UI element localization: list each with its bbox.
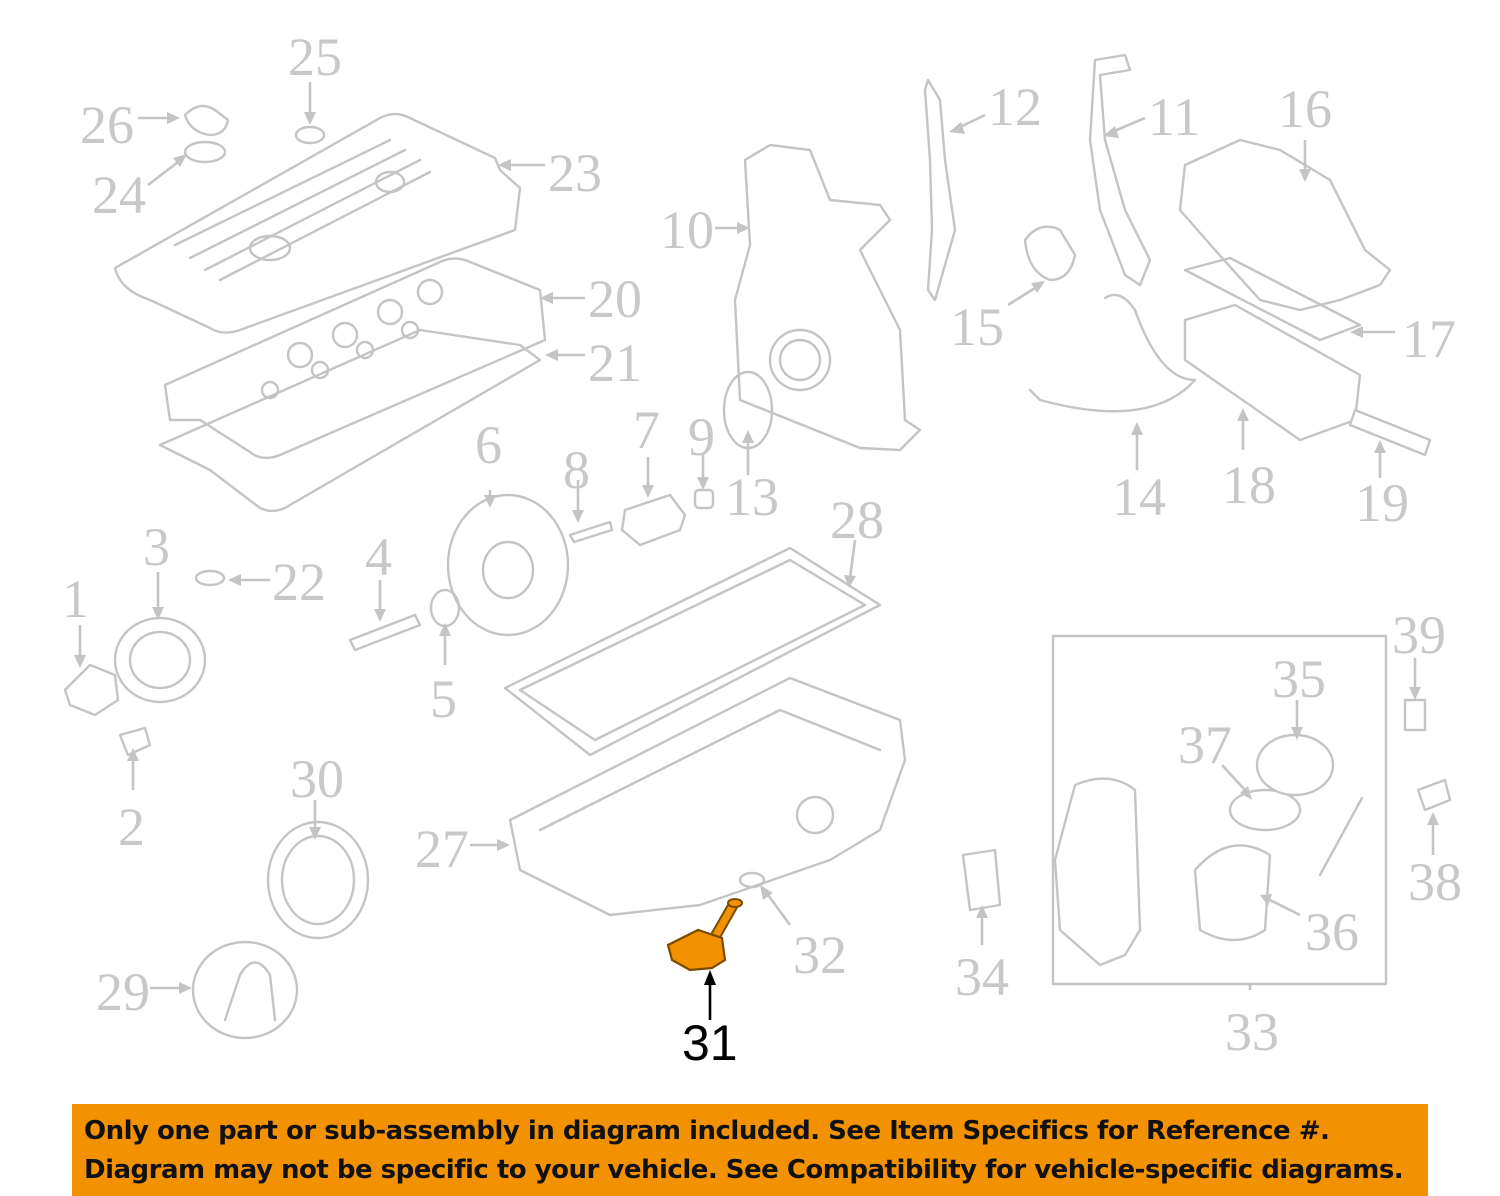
washer-22-part bbox=[194, 569, 226, 587]
callout-37: 37 bbox=[1178, 715, 1232, 775]
plate-5-part bbox=[429, 588, 461, 628]
oil-pump-part bbox=[1178, 138, 1392, 312]
callout-27: 27 bbox=[415, 819, 469, 879]
valve-cover-gasket-part bbox=[158, 328, 542, 513]
gasket-30-part bbox=[266, 820, 370, 940]
callout-9: 9 bbox=[688, 407, 715, 467]
sensor-15-part bbox=[1023, 225, 1077, 282]
callout-26: 26 bbox=[80, 95, 134, 155]
oil-pan-gasket-inner bbox=[518, 558, 867, 742]
timing-cover-part bbox=[733, 143, 922, 452]
oil-cap-part bbox=[183, 104, 230, 137]
oil-pan-part bbox=[508, 676, 907, 917]
callout-11: 11 bbox=[1148, 87, 1200, 147]
callout-4: 4 bbox=[365, 527, 392, 587]
bushing-9-part bbox=[693, 488, 715, 510]
callout-20: 20 bbox=[588, 269, 642, 329]
callout-35: 35 bbox=[1272, 649, 1326, 709]
engine-cover-part bbox=[113, 112, 522, 334]
filter-cap-35-part bbox=[1255, 733, 1335, 797]
pump-1-part bbox=[63, 663, 120, 717]
hub-7-part bbox=[620, 493, 687, 547]
callout-22: 22 bbox=[272, 552, 326, 612]
gasket-17-part bbox=[1183, 256, 1362, 342]
callout-19: 19 bbox=[1355, 473, 1409, 533]
gasket-11-part bbox=[1088, 53, 1152, 287]
bolt-2-part bbox=[118, 726, 152, 757]
exploded-view-artwork bbox=[63, 53, 1452, 1040]
plug-38-part bbox=[1416, 778, 1452, 812]
pulley-3-part bbox=[113, 616, 207, 704]
callout-23: 23 bbox=[548, 143, 602, 203]
oil-pan-gasket-part bbox=[503, 546, 882, 757]
filter-element-36-part bbox=[1193, 844, 1272, 942]
seal-ring-24-part bbox=[183, 140, 227, 164]
seal-ring-25-part bbox=[294, 125, 326, 145]
callout-36: 36 bbox=[1305, 902, 1359, 962]
callout-21: 21 bbox=[588, 333, 642, 393]
plug-39-part bbox=[1403, 698, 1427, 732]
bracket-34-part bbox=[961, 848, 1002, 912]
filter-assembly-box bbox=[1051, 634, 1388, 986]
disclaimer-line-1: Only one part or sub-assembly in diagram… bbox=[84, 1116, 1330, 1146]
disclaimer-line-2: Diagram may not be specific to your vehi… bbox=[84, 1155, 1404, 1185]
callout-5: 5 bbox=[430, 669, 457, 729]
callout-18: 18 bbox=[1222, 455, 1276, 515]
callout-24: 24 bbox=[92, 165, 146, 225]
callout-30: 30 bbox=[290, 749, 344, 809]
flywheel-part bbox=[446, 493, 570, 637]
callout-33: 33 bbox=[1225, 1002, 1279, 1062]
o-ring-32-part bbox=[738, 871, 766, 889]
cover-29-part bbox=[191, 940, 299, 1040]
callout-1: 1 bbox=[62, 569, 89, 629]
dipstick-part bbox=[1318, 796, 1364, 877]
bolt-8-part bbox=[568, 520, 614, 544]
callout-32: 32 bbox=[793, 925, 847, 985]
callout-12: 12 bbox=[988, 77, 1042, 137]
sensor-19-part bbox=[1348, 408, 1432, 457]
callout-17: 17 bbox=[1402, 309, 1456, 369]
callout-15: 15 bbox=[950, 297, 1004, 357]
callout-8: 8 bbox=[563, 440, 590, 500]
callout-31: 31 bbox=[682, 1015, 738, 1071]
gasket-12-part bbox=[923, 78, 957, 302]
callout-13: 13 bbox=[725, 467, 779, 527]
callout-39: 39 bbox=[1392, 605, 1446, 665]
filter-housing-part bbox=[1053, 777, 1142, 967]
callout-10: 10 bbox=[660, 200, 714, 260]
leader-lines bbox=[74, 82, 1439, 1020]
callout-29: 29 bbox=[96, 962, 150, 1022]
callout-16: 16 bbox=[1278, 79, 1332, 139]
callout-7: 7 bbox=[633, 400, 660, 460]
bolt-4-part bbox=[348, 613, 422, 652]
callout-2: 2 bbox=[118, 797, 145, 857]
disclaimer-banner: Only one part or sub-assembly in diagram… bbox=[72, 1104, 1428, 1196]
callout-3: 3 bbox=[143, 517, 170, 577]
wire-harness-14-part bbox=[1028, 293, 1197, 413]
callout-6: 6 bbox=[475, 415, 502, 475]
callout-28: 28 bbox=[830, 490, 884, 550]
callout-25: 25 bbox=[288, 27, 342, 87]
o-ring-37-part bbox=[1228, 788, 1302, 832]
callout-34: 34 bbox=[955, 947, 1009, 1007]
callout-14: 14 bbox=[1112, 467, 1166, 527]
housing-18-part bbox=[1183, 303, 1362, 442]
callout-38: 38 bbox=[1408, 852, 1462, 912]
oil-level-sensor-31-part bbox=[666, 898, 743, 972]
